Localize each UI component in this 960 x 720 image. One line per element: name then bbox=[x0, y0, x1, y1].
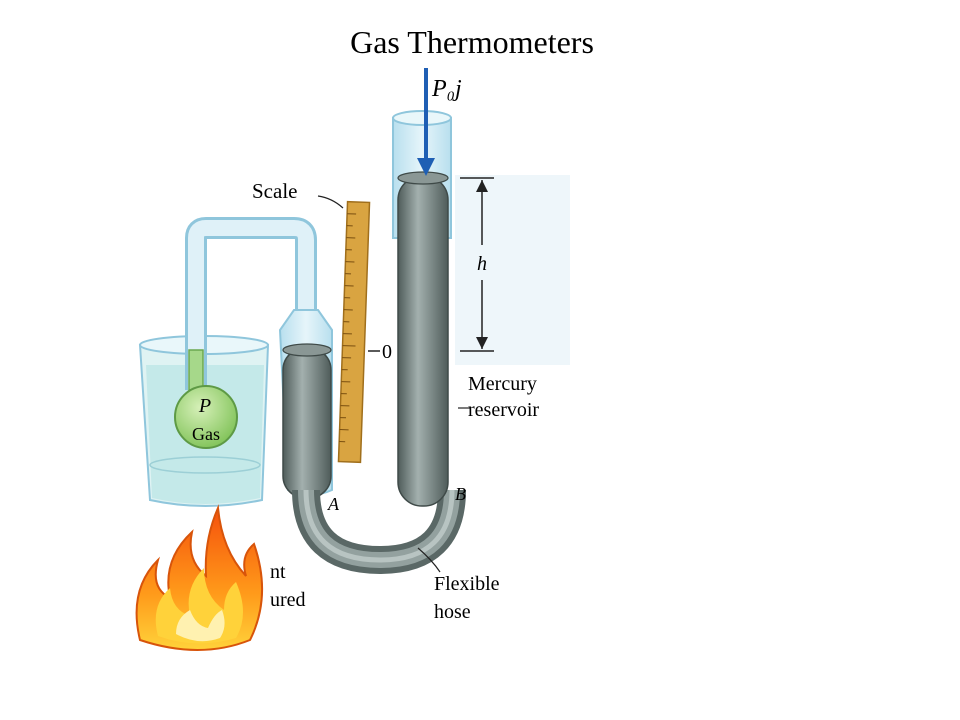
hose-label-line2: hose bbox=[434, 601, 471, 623]
scale-ruler: 0 Scale bbox=[252, 179, 392, 464]
zero-mark-label: 0 bbox=[382, 341, 392, 363]
mercury-label-line2: reservoir bbox=[468, 399, 539, 421]
background-panel bbox=[455, 175, 570, 365]
partial-label-line2: ured bbox=[270, 589, 306, 611]
partial-label-line1: nt bbox=[270, 561, 286, 583]
gas-bulb: P Gas bbox=[174, 349, 238, 449]
bulb-gas-label: Gas bbox=[192, 424, 220, 444]
mercury-label-line1: Mercury bbox=[468, 373, 537, 395]
point-b-label: B bbox=[455, 484, 466, 504]
pressure-label: P₀j bbox=[431, 76, 462, 102]
height-dimension: h bbox=[460, 177, 494, 352]
height-label: h bbox=[477, 253, 487, 275]
hose-label-line1: Flexible bbox=[434, 573, 500, 595]
fire-icon bbox=[135, 504, 264, 651]
arrow-down-icon bbox=[417, 68, 435, 176]
mercury-reservoir bbox=[392, 110, 452, 507]
scale-label: Scale bbox=[252, 179, 297, 203]
page-title: Gas Thermometers bbox=[350, 24, 594, 60]
left-mercury-column bbox=[278, 309, 333, 499]
bulb-pressure-label: P bbox=[198, 395, 211, 417]
connecting-glass-tube bbox=[185, 217, 317, 390]
point-a-label: A bbox=[327, 494, 340, 514]
